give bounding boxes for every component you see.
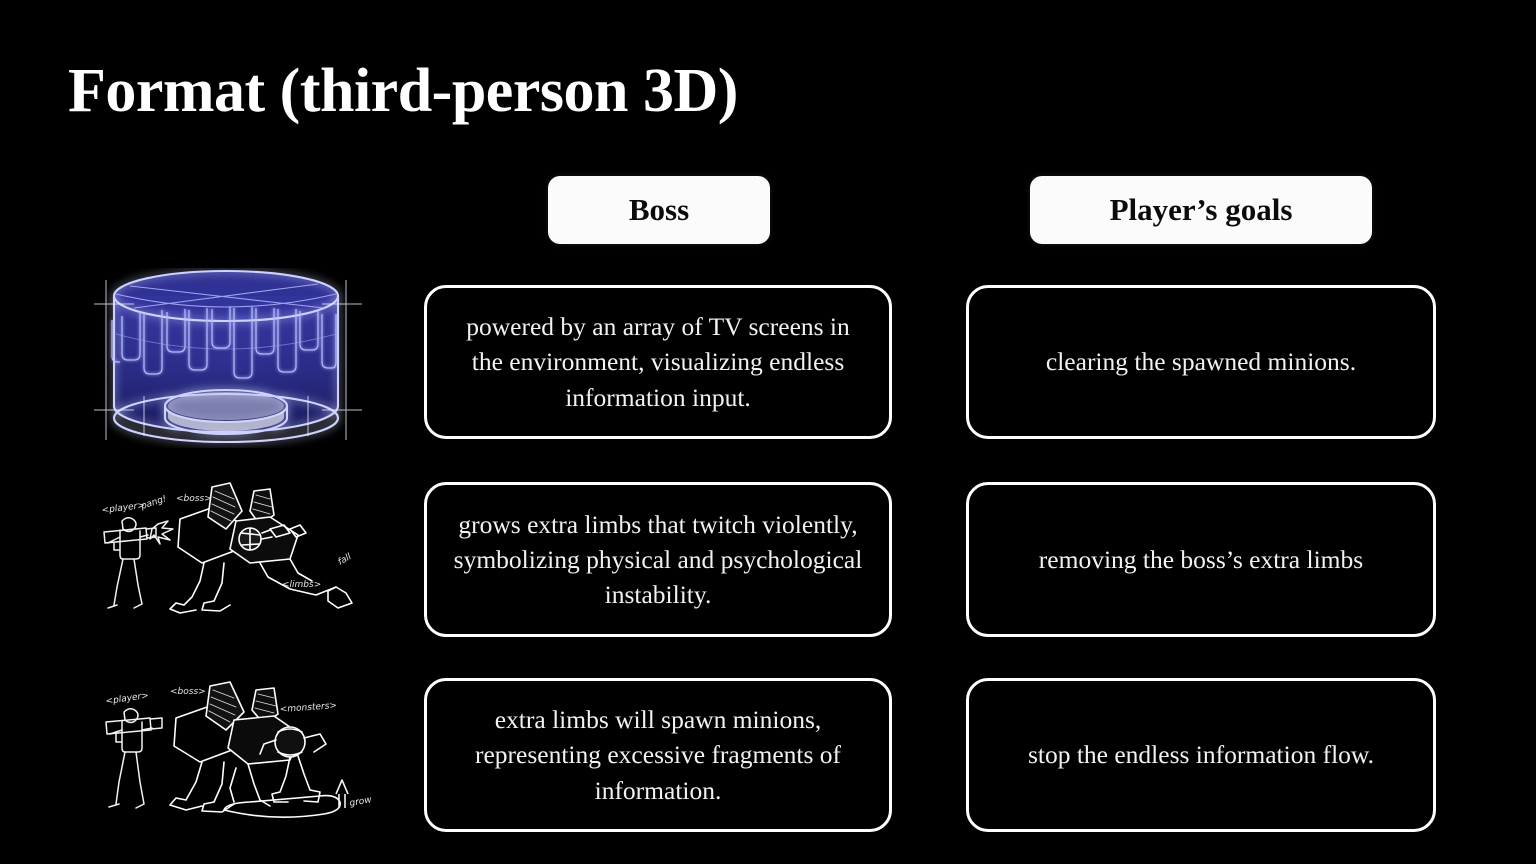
column-header-player-goals: Player’s goals <box>1030 176 1372 244</box>
card-boss-row-3-text: extra limbs will spawn minions, represen… <box>474 705 842 805</box>
svg-text:grow: grow <box>349 795 373 809</box>
card-boss-row-1: powered by an array of TV screens in the… <box>424 285 892 439</box>
card-goal-row-1: clearing the spawned minions. <box>966 285 1436 439</box>
card-boss-row-2: grows extra limbs that twitch violently,… <box>424 482 892 637</box>
card-goal-row-2-text: removing the boss’s extra limbs <box>1038 544 1364 574</box>
card-boss-row-3: extra limbs will spawn minions, represen… <box>424 678 892 832</box>
svg-text:<limbs>: <limbs> <box>282 580 321 590</box>
sketch-boss-extra-limbs: <player> pang! <boss> <limbs> fall <box>84 477 384 622</box>
card-boss-row-2-text: grows extra limbs that twitch violently,… <box>453 509 863 610</box>
card-boss-row-1-text: powered by an array of TV screens in the… <box>466 312 850 412</box>
card-goal-row-3: stop the endless information flow. <box>966 678 1436 832</box>
column-header-boss: Boss <box>548 176 770 244</box>
card-goal-row-1-text: clearing the spawned minions. <box>1045 347 1357 377</box>
card-goal-row-2: removing the boss’s extra limbs <box>966 482 1436 637</box>
page-title: Format (third-person 3D) <box>68 57 738 125</box>
sketch-arena-tv-screens <box>84 268 368 448</box>
sketch-limbs-spawn-minions: <player> <boss> <monsters> grow <box>84 672 384 822</box>
svg-text:<boss>: <boss> <box>170 687 206 697</box>
column-header-boss-label: Boss <box>628 192 690 227</box>
column-header-player-goals-label: Player’s goals <box>1109 192 1293 227</box>
svg-text:<monsters>: <monsters> <box>280 701 338 715</box>
svg-text:<boss>: <boss> <box>176 494 212 504</box>
card-goal-row-3-text: stop the endless information flow. <box>1027 740 1375 770</box>
